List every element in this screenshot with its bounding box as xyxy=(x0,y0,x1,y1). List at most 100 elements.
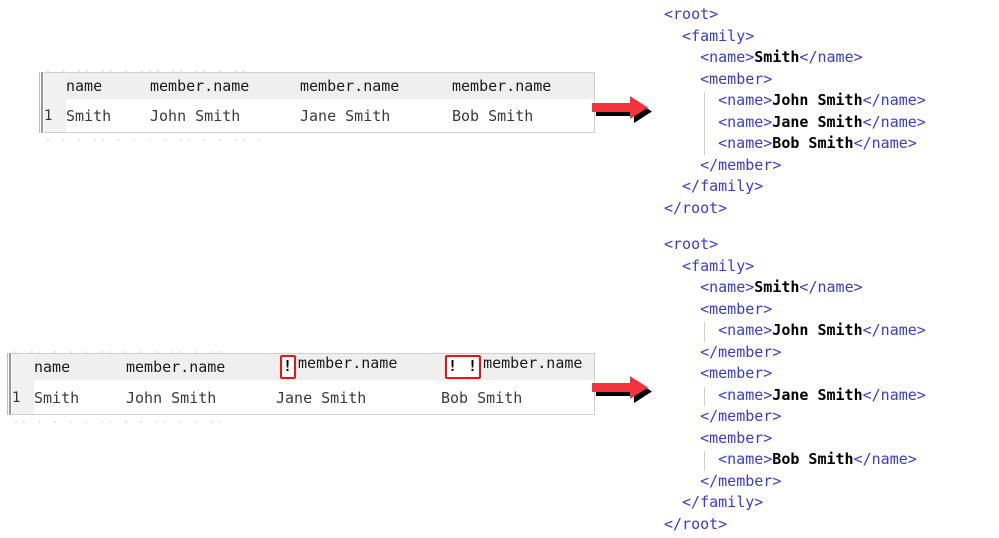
column-header-label: name xyxy=(34,357,71,376)
table-cell[interactable]: Smith xyxy=(34,380,126,415)
xml-line: <member> xyxy=(664,299,926,321)
column-header[interactable]: name xyxy=(34,353,126,380)
column-header-label: member.name xyxy=(298,354,398,372)
xml-tag: <name> xyxy=(718,450,773,468)
xml-line: <name>John Smith</name> xyxy=(664,90,926,112)
flow-arrow-bottom xyxy=(592,376,660,410)
xml-tag: <name> xyxy=(718,91,773,109)
xml-line: <family> xyxy=(664,26,926,48)
table-cell[interactable]: Smith xyxy=(66,99,150,133)
table-cell[interactable]: John Smith xyxy=(150,99,300,133)
xml-line: </root> xyxy=(664,198,926,220)
xml-line: </family> xyxy=(664,176,926,198)
xml-tag: <root> xyxy=(664,235,719,253)
xml-tag: <member> xyxy=(700,299,773,318)
column-header-label: member.name xyxy=(483,354,583,372)
column-header[interactable]: name xyxy=(66,72,150,99)
clipped-row-below: .. . . . . .. . . .. . . .. xyxy=(12,415,224,424)
column-header[interactable]: !member.name xyxy=(276,353,441,380)
xml-tag: <name> xyxy=(718,321,773,339)
row-number[interactable]: 1 xyxy=(12,380,34,415)
column-header-label: member.name xyxy=(150,76,250,95)
clipped-row-below: . . . .. . . . . .. . . .. . xyxy=(44,133,264,142)
xml-text-value: John Smith xyxy=(772,91,863,109)
column-header[interactable]: member.name xyxy=(452,72,595,99)
xml-line: <name>Bob Smith</name> xyxy=(664,449,926,471)
xml-tag: <name> xyxy=(718,385,773,404)
column-header[interactable]: member.name xyxy=(126,353,276,380)
xml-tag: </family> xyxy=(682,493,764,511)
xml-line: <name>Smith</name> xyxy=(664,277,926,299)
xml-text-value: Smith xyxy=(754,278,800,296)
table-header-row: name member.name member.name member.name xyxy=(44,72,595,99)
table-cell[interactable]: Bob Smith xyxy=(441,380,595,415)
xml-tag: <family> xyxy=(682,26,755,45)
column-header[interactable]: member.name xyxy=(300,72,452,99)
warning-icon[interactable]: ! xyxy=(280,355,297,379)
xml-tag: <family> xyxy=(682,256,755,275)
xml-line: <name>John Smith</name> xyxy=(664,320,926,342)
xml-tag: </name> xyxy=(862,321,926,339)
xml-tag: <name> xyxy=(700,48,755,66)
xml-tag: </member> xyxy=(700,471,782,490)
column-header[interactable]: member.name xyxy=(150,72,300,99)
xml-line: </member> xyxy=(664,471,926,493)
column-header-label: member.name xyxy=(300,76,400,95)
xml-line: <member> xyxy=(664,69,926,91)
row-header-corner[interactable] xyxy=(12,353,34,380)
xml-text-value: Jane Smith xyxy=(772,385,863,404)
xml-output-top: <root><family><name>Smith</name><member>… xyxy=(664,4,926,219)
xml-output-bottom: <root><family><name>Smith</name><member>… xyxy=(664,234,926,535)
xml-line: </root> xyxy=(664,514,926,536)
column-header[interactable]: ! !member.name xyxy=(441,353,595,380)
xml-line: <member> xyxy=(664,363,926,385)
warning-icon[interactable]: ! ! xyxy=(445,355,482,379)
xml-tag: </name> xyxy=(853,450,917,468)
xml-tag: </name> xyxy=(799,48,863,66)
table-cell[interactable]: John Smith xyxy=(126,380,276,415)
table-cell[interactable]: Jane Smith xyxy=(300,99,452,133)
row-header-corner[interactable] xyxy=(44,72,66,99)
xml-line: <root> xyxy=(664,4,926,26)
xml-tag: <name> xyxy=(718,134,773,152)
xml-tag: <member> xyxy=(700,69,773,88)
xml-tag: <root> xyxy=(664,5,719,23)
table-cell[interactable]: Bob Smith xyxy=(452,99,595,133)
xml-tag: <member> xyxy=(700,428,773,447)
xml-tag: </name> xyxy=(862,91,926,109)
xml-tag: <member> xyxy=(700,364,773,382)
row-number[interactable]: 1 xyxy=(44,99,66,133)
xml-line: </member> xyxy=(664,155,926,177)
xml-line: <name>Jane Smith</name> xyxy=(664,112,926,134)
xml-tag: </root> xyxy=(664,198,728,217)
xml-tag: </member> xyxy=(700,155,782,174)
xml-text-value: Smith xyxy=(754,48,800,66)
xml-tag: </name> xyxy=(862,112,926,131)
xml-tag: </root> xyxy=(664,514,728,533)
xml-line: <name>Smith</name> xyxy=(664,47,926,69)
xml-line: <root> xyxy=(664,234,926,256)
table-cell[interactable]: Jane Smith xyxy=(276,380,441,415)
column-header-label: member.name xyxy=(126,357,226,376)
xml-text-value: John Smith xyxy=(772,321,863,339)
xml-line: </member> xyxy=(664,342,926,364)
xml-tag: </member> xyxy=(700,407,782,425)
arrow-right-icon xyxy=(592,376,652,403)
xml-line: </family> xyxy=(664,492,926,514)
xml-line: </member> xyxy=(664,406,926,428)
xml-tag: <name> xyxy=(718,112,773,131)
xml-tag: </family> xyxy=(682,177,764,195)
flow-arrow-top xyxy=(592,96,660,130)
column-header-label: name xyxy=(66,76,103,95)
arrow-right-icon xyxy=(592,96,652,123)
xml-tag: </name> xyxy=(853,134,917,152)
column-header-label: member.name xyxy=(452,76,552,95)
